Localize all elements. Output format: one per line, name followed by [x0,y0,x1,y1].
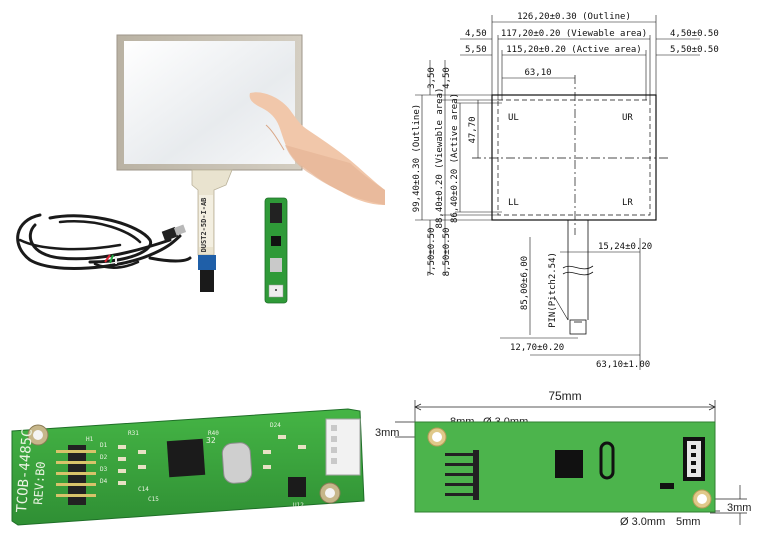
dim-left-450: 4,50 [465,29,487,39]
board-crystal [599,441,615,480]
svg-text:H1: H1 [86,436,94,443]
pcb-regulator [288,477,306,497]
dim-center-x: 63,10 [524,68,551,78]
board-hole-top-left-inner [432,432,442,442]
board-connector-inner [687,441,701,477]
board-hole-bottom-right-inner [697,494,707,504]
svg-text:D1: D1 [100,442,108,449]
pcb-photo: TCOB-4485C REV:B0 32 [8,405,368,530]
dim-tail-len: 85,00±6,00 [520,256,530,310]
svg-text:R31: R31 [128,430,139,437]
dim-active-w: 115,20±0.20 (Active area) [506,45,641,55]
board-pin-header [445,450,479,500]
dim-top-350: 3,50 [427,67,437,89]
pcb-chip-label: 32 [206,436,216,445]
svg-text:C14: C14 [138,486,149,493]
corner-ul: UL [508,113,519,123]
dim-outline-w: 126,20±0.30 (Outline) [517,12,631,22]
corner-ur: UR [622,113,633,123]
svg-text:R40: R40 [208,430,219,437]
dim-tail-w: 15,24±0.20 [598,242,652,252]
pcb-hole-right-inner [325,488,335,498]
corner-lr: LR [622,198,633,208]
board-dimension-drawing: 75mm 8mm Ø 3.0mm 3mm [375,385,758,545]
corner-ll: LL [508,198,519,208]
dim-top-450: 4,50 [442,67,452,89]
product-photo: DUST2-5D-I-AB [0,0,385,320]
svg-text:D4: D4 [100,478,108,485]
board-connector-pins [691,445,696,473]
dim-pin: PIN(Pitch2.54) [548,252,558,328]
svg-text:D24: D24 [270,422,281,429]
hand-image [249,92,385,205]
dim-outline-h: 99,40±0.30 (Outline) [412,104,422,212]
cable-wires [104,254,117,264]
pcb-crystal [221,442,253,484]
board-edge-bottom: 3mm [727,502,751,514]
dim-tail-tip: 12,70±0.20 [510,343,564,353]
dimension-drawing-svg: UL UR LL LR 126,20±0.30 (Outline) 117,20… [412,12,719,370]
board-main-chip [555,450,583,478]
svg-text:U12: U12 [293,502,304,509]
dim-viewable-h: 88,40±0.20 (Viewable area) [435,88,445,229]
tail-outline [500,220,641,370]
panel-dimension-drawing: UL UR LL LR 126,20±0.30 (Outline) 117,20… [400,0,758,370]
pcb-connector-pins [331,425,337,464]
pcb-silk-rev: REV:B0 [31,461,48,505]
dim-center-y: 47,70 [468,116,478,143]
board-hole-offset-bottom: 5mm [676,516,700,528]
dim-viewable-w: 117,20±0.20 (Viewable area) [501,29,647,39]
board-hole-dia-bottom: Ø 3.0mm [620,516,665,528]
pcb-hole-left-inner [33,430,43,440]
flex-tail: DUST2-5D-I-AB [191,169,233,292]
dim-left-550: 5,50 [465,45,487,55]
board-length-label: 75mm [548,389,581,403]
pcb-silk-name: TCOB-4485C [14,428,36,513]
pcb-pin-header [56,445,96,505]
dim-active-h: 86,40±0.20 (Active area) [450,93,460,223]
left-dim-lines [415,60,502,275]
svg-text:D2: D2 [100,454,108,461]
dim-bottom-850: 8,50±0.50 [442,228,452,277]
pcb-photo-art: TCOB-4485C REV:B0 32 [11,408,365,526]
svg-text:C15: C15 [148,496,159,503]
board-edge-top: 3mm [375,427,399,439]
dim-right-550: 5,50±0.50 [670,45,719,55]
dim-tail-offset: 63,10±1.00 [596,360,650,370]
usb-cable [16,213,192,270]
board-small-part [660,483,674,489]
tail-print: DUST2-5D-I-AB [200,198,208,253]
pcb-main-chip [166,438,206,478]
pcb-small-parts [118,435,306,485]
outline-rect [491,94,657,221]
svg-text:D3: D3 [100,466,108,473]
dim-right-450: 4,50±0.50 [670,29,719,39]
pcb-silk-labels: D1 D2 D3 D4 H1 R31 C14 C15 R40 D24 U12 [86,422,304,509]
controller-board-small [264,197,288,304]
usb-plug [161,224,187,242]
board-drawing-svg: 75mm 8mm Ø 3.0mm 3mm [375,389,751,528]
dim-bottom-750: 7,50±0.50 [427,228,437,277]
top-dim-lines [460,15,700,100]
viewable-rect [497,99,651,216]
product-photo-art: DUST2-5D-I-AB [16,34,385,304]
